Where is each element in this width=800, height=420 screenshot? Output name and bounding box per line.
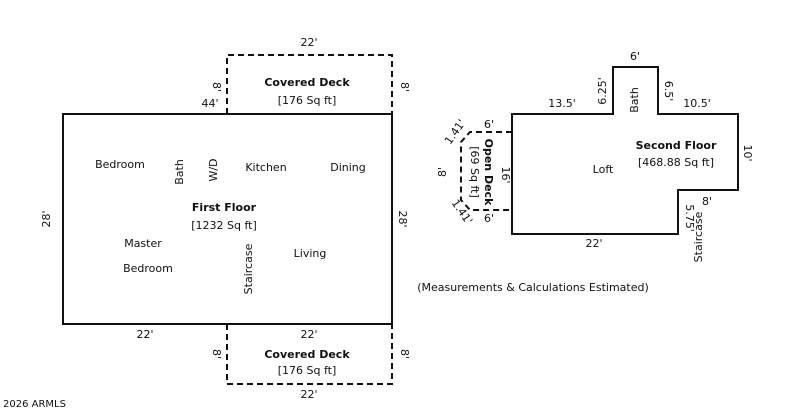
covered-deck-top-dim-right: 8' bbox=[398, 82, 411, 92]
second-floor-room-loft: Loft bbox=[593, 163, 614, 176]
second-floor: 13.5' 6' 6.25' 6.5' Bath 10.5' 10' Secon… bbox=[484, 50, 754, 262]
second-floor-dim-right: 10' bbox=[741, 144, 754, 161]
first-floor-dim-right: 28' bbox=[396, 210, 409, 227]
room-wd: W/D bbox=[207, 158, 220, 181]
room-master-line2: Bedroom bbox=[123, 262, 173, 275]
second-floor-dim-bath-right: 6.5' bbox=[662, 81, 675, 102]
covered-deck-top: 22' 8' 8' Covered Deck [176 Sq ft] bbox=[210, 36, 411, 114]
room-bath: Bath bbox=[173, 159, 186, 185]
open-deck-outline bbox=[460, 131, 512, 211]
second-floor-dim-bath-left: 6.25' bbox=[596, 77, 609, 105]
estimate-note: (Measurements & Calculations Estimated) bbox=[417, 281, 649, 294]
second-floor-room-bath: Bath bbox=[628, 87, 641, 113]
second-floor-dim-left-mid: 16' bbox=[499, 166, 512, 183]
first-floor-dim-top-offset: 44' bbox=[201, 97, 218, 110]
covered-deck-bottom-dim-left: 8' bbox=[210, 349, 223, 359]
room-dining: Dining bbox=[330, 161, 366, 174]
covered-deck-bottom-dim-right: 8' bbox=[398, 349, 411, 359]
covered-deck-bottom-area: [176 Sq ft] bbox=[278, 364, 337, 377]
room-master-line1: Master bbox=[124, 237, 162, 250]
second-floor-dim-stair-top: 8' bbox=[702, 195, 712, 208]
covered-deck-bottom-title: Covered Deck bbox=[264, 348, 350, 361]
second-floor-dim-bath-top: 6' bbox=[630, 50, 640, 63]
covered-deck-bottom: 8' 8' Covered Deck [176 Sq ft] 22' bbox=[210, 324, 411, 401]
open-deck-area: [69 Sq ft] bbox=[468, 146, 481, 198]
covered-deck-top-dim-left: 8' bbox=[210, 82, 223, 92]
covered-deck-top-outline bbox=[226, 54, 393, 114]
second-floor-room-staircase: Staircase bbox=[692, 211, 705, 262]
copyright-text: 2026 ARMLS bbox=[3, 399, 66, 410]
second-floor-dim-stair-side: 5.75' bbox=[683, 204, 696, 232]
open-deck-dim-diag-top: 1.41' bbox=[442, 117, 468, 147]
first-floor: 44' 28' 28' 22' 22' Bedroom Bath W/D Kit… bbox=[40, 97, 409, 341]
second-floor-dim-top-left: 13.5' bbox=[548, 97, 576, 110]
first-floor-dim-bottom-right: 22' bbox=[300, 328, 317, 341]
room-staircase: Staircase bbox=[242, 243, 255, 294]
room-bedroom: Bedroom bbox=[95, 158, 145, 171]
covered-deck-top-dim-top: 22' bbox=[300, 36, 317, 49]
open-deck-title: Open Deck bbox=[482, 139, 495, 206]
second-floor-dim-left-upper: 6' bbox=[484, 118, 494, 131]
second-floor-area: [468.88 Sq ft] bbox=[638, 156, 714, 169]
first-floor-area: [1232 Sq ft] bbox=[191, 219, 257, 232]
second-floor-dim-left-lower: 6' bbox=[484, 212, 494, 225]
second-floor-dim-bottom: 22' bbox=[585, 237, 602, 250]
first-floor-dim-left: 28' bbox=[40, 210, 53, 227]
second-floor-dim-top-right: 10.5' bbox=[683, 97, 711, 110]
first-floor-dim-bottom-left: 22' bbox=[136, 328, 153, 341]
covered-deck-top-title: Covered Deck bbox=[264, 76, 350, 89]
covered-deck-top-area: [176 Sq ft] bbox=[278, 94, 337, 107]
covered-deck-bottom-outline bbox=[226, 324, 393, 385]
room-kitchen: Kitchen bbox=[245, 161, 286, 174]
open-deck-dim-side: 8' bbox=[436, 167, 449, 177]
room-living: Living bbox=[294, 247, 327, 260]
open-deck-dim-diag-bottom: 1.41' bbox=[449, 197, 475, 227]
second-floor-title: Second Floor bbox=[636, 139, 717, 152]
covered-deck-bottom-dim-bottom: 22' bbox=[300, 388, 317, 401]
first-floor-title: First Floor bbox=[192, 201, 257, 214]
second-floor-outline bbox=[511, 66, 739, 235]
